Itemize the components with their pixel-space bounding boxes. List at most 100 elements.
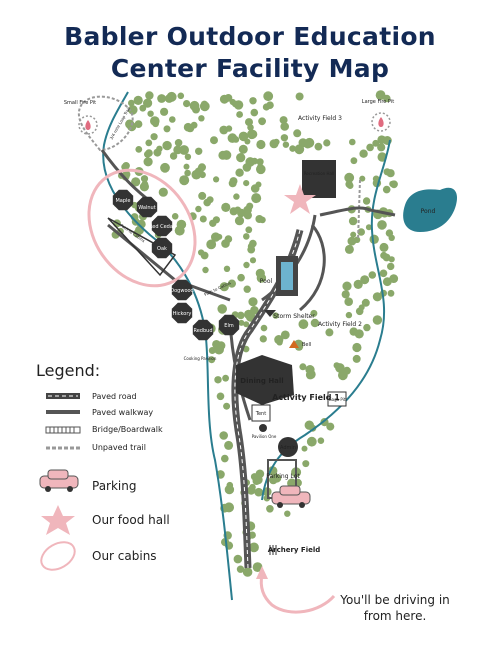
storm-shelter-icon [264,310,276,317]
tree-icon [179,145,190,155]
tree-icon [250,108,259,117]
tree-icon [266,101,274,109]
tree-icon [234,216,245,226]
tree-icon [363,323,371,332]
pavilion-one [259,424,267,432]
cabin-hickory[interactable] [171,302,193,324]
tree-icon [139,182,149,192]
tree-icon [256,139,266,150]
tree-icon [163,125,171,133]
tree-icon [317,437,325,445]
tree-icon [237,311,245,320]
tree-icon [388,256,395,263]
tree-icon [135,146,143,153]
tree-icon [164,94,174,103]
label-parking-lot: Parking Lot [266,473,300,480]
tree-icon [213,176,220,183]
tree-icon [210,136,218,145]
tree-icon [254,487,263,497]
tent [251,404,271,422]
legend-bridge: Bridge/Boardwalk [92,425,163,434]
map-title-line2: Center Facility Map [110,54,390,83]
tree-icon [160,107,169,116]
tree-icon [184,169,191,177]
tree-icon [125,119,135,129]
tree-icon [302,460,310,468]
tree-icon [232,136,240,143]
tree-icon [352,354,361,363]
cabin-elm[interactable] [218,314,240,336]
tree-icon [314,142,323,151]
cabin-redbud[interactable] [192,319,214,341]
tree-icon [223,265,231,272]
tree-icon [349,327,358,336]
tree-icon [221,454,229,463]
tree-icon [235,168,244,177]
tree-icon [233,554,243,564]
tree-icon [198,191,207,200]
tree-icon [228,179,237,188]
tree-icon [221,202,231,212]
tree-icon [243,180,250,187]
tree-icon [388,234,395,241]
tree-icon [183,100,191,108]
tree-icon [372,292,382,302]
cabin-walnut[interactable] [136,196,158,218]
tree-icon [233,193,240,200]
cabin-dogwood[interactable] [171,279,193,301]
tree-icon [174,139,183,147]
pool-water [281,262,293,290]
tree-icon [224,502,234,513]
tree-icon [258,117,266,126]
tree-icon [377,143,386,152]
tree-icon [128,99,135,107]
tree-icon [353,236,361,243]
cabin-maple[interactable] [112,189,134,211]
tree-icon [248,297,258,307]
tree-icon [139,104,147,112]
cabin-oak[interactable] [151,237,173,259]
legend-paved-walkway: Paved walkway [92,408,154,417]
label-bell: Bell [302,342,311,348]
tree-icon [150,133,158,141]
tree-icon [310,318,320,328]
tree-icon [143,98,153,108]
tree-icon [325,328,334,337]
tree-icon [214,376,222,384]
tree-icon [152,120,160,128]
tree-icon [251,193,262,204]
tree-icon [259,216,266,224]
tree-icon [249,97,257,105]
tree-icon [184,153,192,160]
label-dining-hall: Dining Hall [240,377,283,385]
tree-icon [158,187,168,197]
tree-icon [256,158,264,166]
tree-icon [252,477,261,485]
tree-icon [133,95,143,105]
archery-lines [269,545,277,555]
tree-icon [198,163,206,172]
tree-icon [208,347,216,354]
cabin-red-cedar[interactable] [151,215,173,237]
tree-icon [198,115,205,122]
tree-icon [279,116,288,125]
tree-icon [245,118,253,127]
tree-icon [246,202,254,210]
legend-parking: Parking [92,479,137,493]
admin-building [278,437,298,457]
tree-icon [143,157,153,167]
gaga-pit [327,391,347,407]
tree-icon [223,402,231,410]
tree-icon [218,150,228,160]
tree-icon [344,244,354,254]
tree-icon [365,224,372,231]
tree-icon [301,445,308,452]
tree-icon [222,374,230,382]
tree-icon [145,91,154,100]
tree-icon [232,100,239,108]
tree-icon [136,219,146,229]
cabin-label: Redbud [193,328,212,334]
tree-icon [341,290,350,299]
tree-icon [294,342,304,351]
river-west [102,91,233,601]
